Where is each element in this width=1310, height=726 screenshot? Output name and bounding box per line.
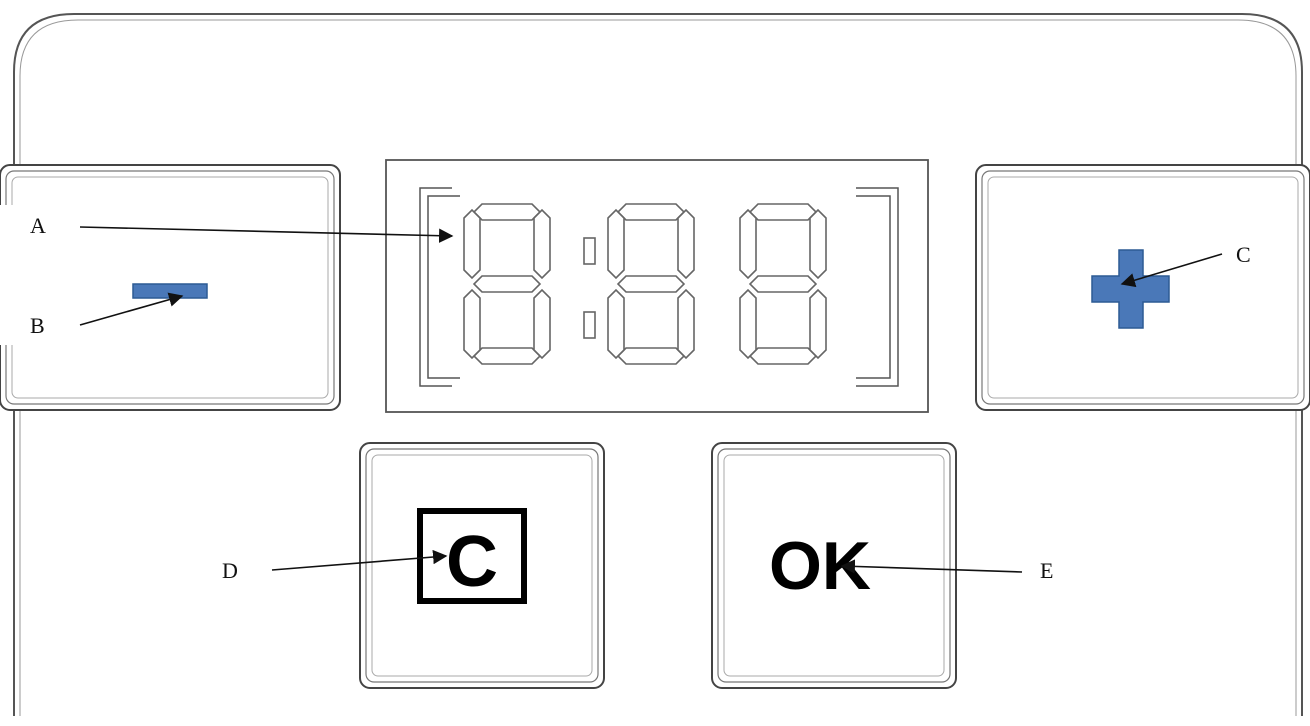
callout-line-b — [79, 292, 184, 326]
clear-label-frame — [417, 508, 527, 604]
display-colon-dot — [583, 237, 596, 265]
callout-line-a — [79, 226, 454, 243]
ok-button[interactable]: OK — [711, 442, 957, 689]
display-window — [385, 159, 929, 413]
callout-line-e — [840, 559, 1023, 574]
display-colon-dot — [583, 311, 596, 339]
callout-label-e: E — [1040, 558, 1053, 583]
callout-label-c: C — [1236, 242, 1251, 267]
display-digit — [607, 203, 695, 365]
panel-housing — [13, 13, 1303, 716]
callout-line-c — [1120, 253, 1223, 288]
plus-button[interactable] — [975, 164, 1310, 411]
callout-line-d — [271, 549, 448, 571]
minus-icon — [132, 283, 208, 299]
display-digit — [463, 203, 551, 365]
display-digit — [739, 203, 827, 365]
clear-button[interactable]: C — [359, 442, 605, 689]
clear-button-label: C — [446, 522, 498, 602]
callout-label-d: D — [222, 558, 238, 583]
callout-label-a: A — [30, 213, 46, 238]
plus-icon — [1091, 249, 1170, 329]
callout-label-b: B — [30, 313, 45, 338]
